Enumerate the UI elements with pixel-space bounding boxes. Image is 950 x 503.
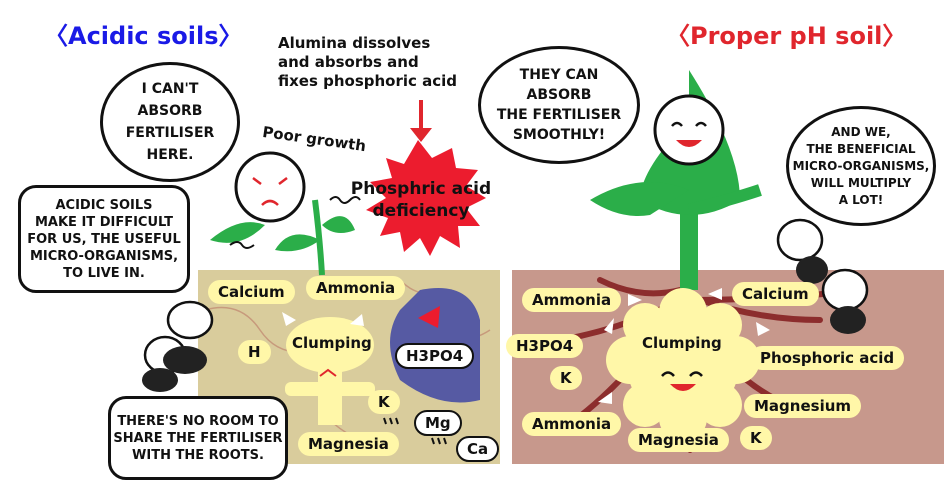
left-label-magnesia: Magnesia: [298, 432, 399, 456]
left-label-ammonia: Ammonia: [306, 276, 406, 300]
right-microbe-bubble: AND WE, THE BENEFICIAL MICRO-ORGANISMS, …: [786, 106, 936, 226]
red-fragment: [418, 306, 440, 328]
left-label-k: K: [368, 390, 400, 414]
left-microbe-bubble: ACIDIC SOILS MAKE IT DIFFICULT FOR US, T…: [18, 185, 190, 293]
right-label-clumping: Clumping: [642, 334, 722, 352]
right-plant-bubble: THEY CAN ABSORB THE FERTILISER SMOOTHLY!: [478, 46, 640, 164]
tick-marks: [383, 417, 447, 445]
left-label-calcium: Calcium: [208, 280, 295, 304]
alumina-arrow: [410, 100, 432, 142]
left-label-h3po4: H3PO4: [395, 343, 475, 369]
left-title: 〈Acidic soils〉: [44, 22, 243, 50]
left-arrows: [282, 312, 364, 326]
right-label-phosphoric-acid: Phosphoric acid: [750, 346, 905, 370]
right-label-k-left: K: [550, 366, 582, 390]
right-microbes: [776, 218, 869, 334]
deficiency-burst: [366, 140, 486, 256]
right-label-calcium: Calcium: [732, 282, 819, 306]
left-label-h: H: [238, 340, 271, 364]
left-label-clumping: Clumping: [292, 334, 372, 352]
squiggles: [229, 196, 361, 249]
right-title: 〈Proper pH soil〉: [666, 22, 907, 50]
right-label-ammonia-top: Ammonia: [522, 288, 622, 312]
alumina-note: Alumina dissolves and absorbs and fixes …: [278, 34, 458, 90]
left-label-mg: Mg: [414, 410, 462, 436]
right-label-k-right: K: [740, 426, 772, 450]
roots-bubble: THERE'S NO ROOM TO SHARE THE FERTILISER …: [108, 396, 288, 480]
right-clumping-cloud: [606, 288, 760, 442]
right-label-magnesia: Magnesia: [628, 428, 729, 452]
right-clump-face: [661, 371, 703, 391]
deficiency-label: Phosphric acid deficiency: [350, 179, 492, 221]
left-label-ca: Ca: [456, 436, 500, 462]
left-plant-bubble: I CAN'T ABSORB FERTILISER HERE.: [100, 62, 240, 182]
left-clumping-figure: [285, 317, 375, 425]
right-label-h3po4: H3PO4: [506, 334, 584, 358]
right-label-ammonia-bottom: Ammonia: [522, 412, 622, 436]
right-label-magnesium: Magnesium: [744, 394, 862, 418]
left-plant: [210, 151, 355, 276]
left-microbes: [142, 300, 214, 392]
right-plant: [590, 70, 762, 290]
